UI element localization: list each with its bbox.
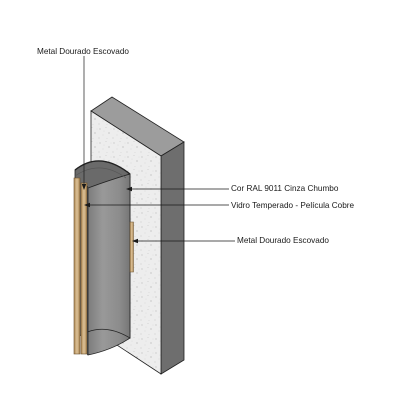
cladding-top-edge xyxy=(74,160,131,175)
callout-color: Cor RAL 9011 Cinza Chumbo xyxy=(126,184,339,193)
callout-glass: Vidro Temperado - Película Cobre xyxy=(84,201,354,210)
gold-fixing-bar xyxy=(129,221,134,273)
label-top-metal: Metal Dourado Escovado xyxy=(37,47,129,56)
gold-strip-outer xyxy=(73,177,81,355)
callout-side-metal: Metal Dourado Escovado xyxy=(132,236,329,245)
cladding-top-rim xyxy=(74,167,127,179)
cladding-outer-face xyxy=(87,173,131,356)
label-glass: Vidro Temperado - Película Cobre xyxy=(231,201,354,210)
label-color: Cor RAL 9011 Cinza Chumbo xyxy=(231,184,339,193)
arrowhead-side-metal xyxy=(132,238,138,244)
arrowhead-top-metal xyxy=(81,184,87,190)
callout-top-metal: Metal Dourado Escovado xyxy=(37,47,129,190)
gold-strip-inner xyxy=(80,182,88,355)
arrowhead-color xyxy=(126,186,132,192)
pillar-right-face xyxy=(160,141,185,375)
gold-edge-strips xyxy=(73,177,88,355)
arrowhead-glass xyxy=(84,202,90,208)
label-side-metal: Metal Dourado Escovado xyxy=(237,236,329,245)
